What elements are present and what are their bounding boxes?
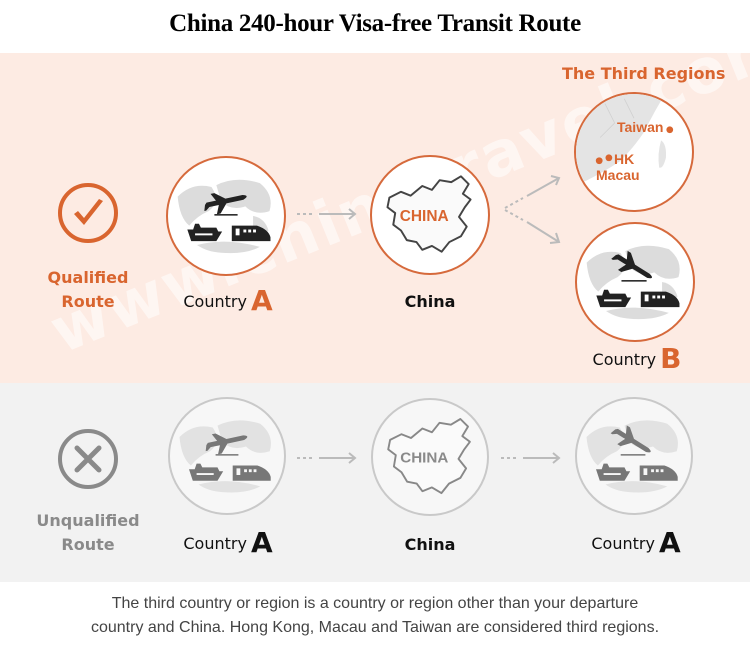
china-map-text: CHINA bbox=[400, 450, 448, 467]
unqualified-destination-country-a-node bbox=[575, 397, 693, 515]
region-taiwan-label: Taiwan bbox=[617, 119, 664, 135]
plane-landing-ship-train-icon bbox=[586, 245, 680, 320]
footnote-line2: country and China. Hong Kong, Macau and … bbox=[90, 619, 660, 636]
x-circle-icon bbox=[57, 428, 119, 490]
origin-country-a-node bbox=[166, 156, 286, 276]
arrow-down-right-icon bbox=[503, 208, 563, 248]
country-letter: A bbox=[250, 526, 273, 559]
qualified-route-label: Qualified Route bbox=[23, 266, 153, 314]
unqualified-origin-country-a-node bbox=[168, 397, 286, 515]
status-label-line2: Route bbox=[61, 535, 115, 554]
footnote: The third country or region is a country… bbox=[0, 592, 750, 640]
country-letter: A bbox=[658, 526, 681, 559]
country-label-text: Country bbox=[591, 534, 655, 553]
third-regions-map-node bbox=[574, 92, 694, 212]
unqualified-transit-china-node: CHINA bbox=[371, 398, 489, 516]
unqualified-transit-china-label: China bbox=[404, 535, 456, 554]
arrow-right-icon bbox=[501, 452, 563, 464]
plane-landing-ship-train-icon bbox=[586, 420, 678, 493]
arrow-right-icon bbox=[297, 208, 359, 220]
plane-ship-train-icon bbox=[179, 420, 271, 493]
china-map-icon: CHINA bbox=[386, 175, 472, 253]
region-hk-label: HK bbox=[614, 151, 635, 167]
status-label-line1: Qualified bbox=[47, 268, 129, 287]
china-map-icon: CHINA bbox=[387, 418, 471, 495]
country-letter: B bbox=[660, 342, 682, 375]
regional-map-icon bbox=[576, 94, 674, 183]
unqualified-route-label: Unqualified Route bbox=[23, 509, 153, 557]
country-label-text: Country bbox=[592, 350, 657, 369]
country-label-text: Country bbox=[183, 534, 247, 553]
region-macau-label: Macau bbox=[596, 167, 640, 183]
checkmark-circle-icon bbox=[57, 182, 119, 244]
plane-ship-train-icon bbox=[177, 179, 271, 254]
country-label-text: Country bbox=[183, 292, 247, 311]
country-letter: A bbox=[250, 284, 273, 317]
arrow-right-icon bbox=[297, 452, 359, 464]
status-label-line1: Unqualified bbox=[36, 511, 140, 530]
arrow-up-right-icon bbox=[503, 170, 563, 210]
status-label-line2: Route bbox=[61, 292, 115, 311]
footnote-line1: The third country or region is a country… bbox=[111, 595, 639, 612]
transit-china-label: China bbox=[404, 292, 456, 311]
destination-country-b-node bbox=[575, 222, 695, 342]
page-title: China 240-hour Visa-free Transit Route bbox=[169, 10, 581, 37]
third-regions-title: The Third Regions bbox=[562, 64, 726, 83]
transit-china-node: CHINA bbox=[370, 155, 490, 275]
china-map-text: CHINA bbox=[400, 208, 449, 225]
